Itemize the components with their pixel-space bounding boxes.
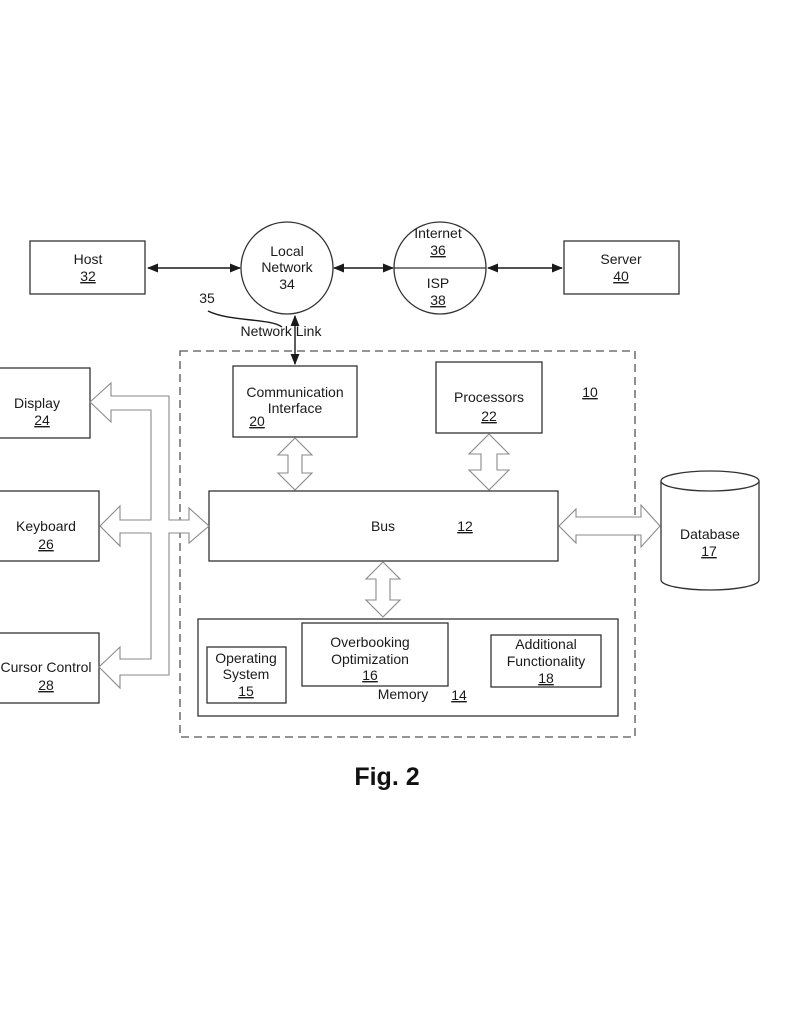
local-network-node: Local Network 34 <box>240 221 334 315</box>
overbooking-optimization-label-1: Overbooking <box>330 634 409 650</box>
host-ref: 32 <box>80 268 96 284</box>
keyboard-ref: 26 <box>38 536 54 552</box>
bus-database-double-arrow <box>558 503 661 549</box>
memory-ref: 14 <box>451 687 467 703</box>
memory-node: Memory 14 Operating System 15 Overbookin… <box>197 618 619 717</box>
cursor-control-label: Cursor Control <box>0 659 91 675</box>
database-ref: 17 <box>701 543 717 559</box>
database-cylinder-top <box>660 470 760 492</box>
display-label: Display <box>14 395 60 411</box>
bus-memory-double-arrow <box>364 561 402 618</box>
bus-ref: 12 <box>457 518 473 534</box>
bus-node: Bus 12 <box>208 490 559 562</box>
communication-interface-node: Communication Interface 20 <box>232 365 358 438</box>
bus-label: Bus <box>371 518 395 534</box>
internet-label: Internet <box>414 225 462 241</box>
operating-system-node: Operating System 15 <box>206 646 287 704</box>
system-ref: 10 <box>582 384 598 400</box>
isp-ref: 38 <box>430 292 446 308</box>
database-cylinder-body <box>660 481 760 591</box>
additional-functionality-ref: 18 <box>538 670 554 686</box>
network-link-ref: 35 <box>199 290 215 306</box>
communication-interface-label-2: Interface <box>268 400 323 416</box>
communication-interface-ref: 20 <box>249 413 265 429</box>
processors-node: Processors 22 <box>435 361 543 434</box>
additional-functionality-label-2: Functionality <box>507 653 586 669</box>
display-node: Display 24 <box>0 367 91 439</box>
database-label: Database <box>680 526 740 542</box>
network-link-leader-line <box>207 310 283 328</box>
processors-ref: 22 <box>481 408 497 424</box>
local-network-label-2: Network <box>261 259 313 275</box>
keyboard-label: Keyboard <box>16 518 76 534</box>
host-label: Host <box>74 251 103 267</box>
operating-system-label-2: System <box>223 666 270 682</box>
additional-functionality-label-1: Additional <box>515 636 577 652</box>
internet-isp-node: Internet 36 ISP 38 <box>393 221 487 315</box>
memory-label: Memory <box>378 686 429 702</box>
keyboard-node: Keyboard 26 <box>0 490 100 562</box>
local-network-ref: 34 <box>279 276 295 292</box>
io-bus-arrow-outline <box>89 381 210 690</box>
isp-label: ISP <box>427 275 450 291</box>
network-link-label: Network Link <box>241 323 323 339</box>
local-network-label-1: Local <box>270 243 303 259</box>
communication-interface-label-1: Communication <box>246 384 343 400</box>
overbooking-optimization-box <box>301 622 449 687</box>
server-node: Server 40 <box>563 240 680 295</box>
processors-bus-double-arrow <box>467 433 511 491</box>
keyboard-box <box>0 490 100 562</box>
figure-caption: Fig. 2 <box>354 763 419 791</box>
processors-label: Processors <box>454 389 524 405</box>
server-box <box>563 240 680 295</box>
additional-functionality-box <box>490 634 602 688</box>
host-box <box>29 240 146 295</box>
system-boundary <box>179 350 636 738</box>
additional-functionality-node: Additional Functionality 18 <box>490 634 602 688</box>
cursor-control-node: Cursor Control 28 <box>0 632 100 704</box>
cursor-control-box <box>0 632 100 704</box>
operating-system-label-1: Operating <box>215 650 276 666</box>
overbooking-optimization-ref: 16 <box>362 667 378 683</box>
host-node: Host 32 <box>29 240 146 295</box>
comm-bus-double-arrow <box>276 437 314 491</box>
cursor-control-ref: 28 <box>38 677 54 693</box>
display-box <box>0 367 91 439</box>
display-ref: 24 <box>34 412 50 428</box>
server-label: Server <box>600 251 642 267</box>
processors-box <box>435 361 543 434</box>
server-ref: 40 <box>613 268 629 284</box>
internet-ref: 36 <box>430 242 446 258</box>
overbooking-optimization-label-2: Optimization <box>331 651 409 667</box>
communication-interface-box <box>232 365 358 438</box>
operating-system-ref: 15 <box>238 683 254 699</box>
database-node: Database 17 <box>660 470 760 591</box>
overbooking-optimization-node: Overbooking Optimization 16 <box>301 622 449 687</box>
operating-system-box <box>206 646 287 704</box>
